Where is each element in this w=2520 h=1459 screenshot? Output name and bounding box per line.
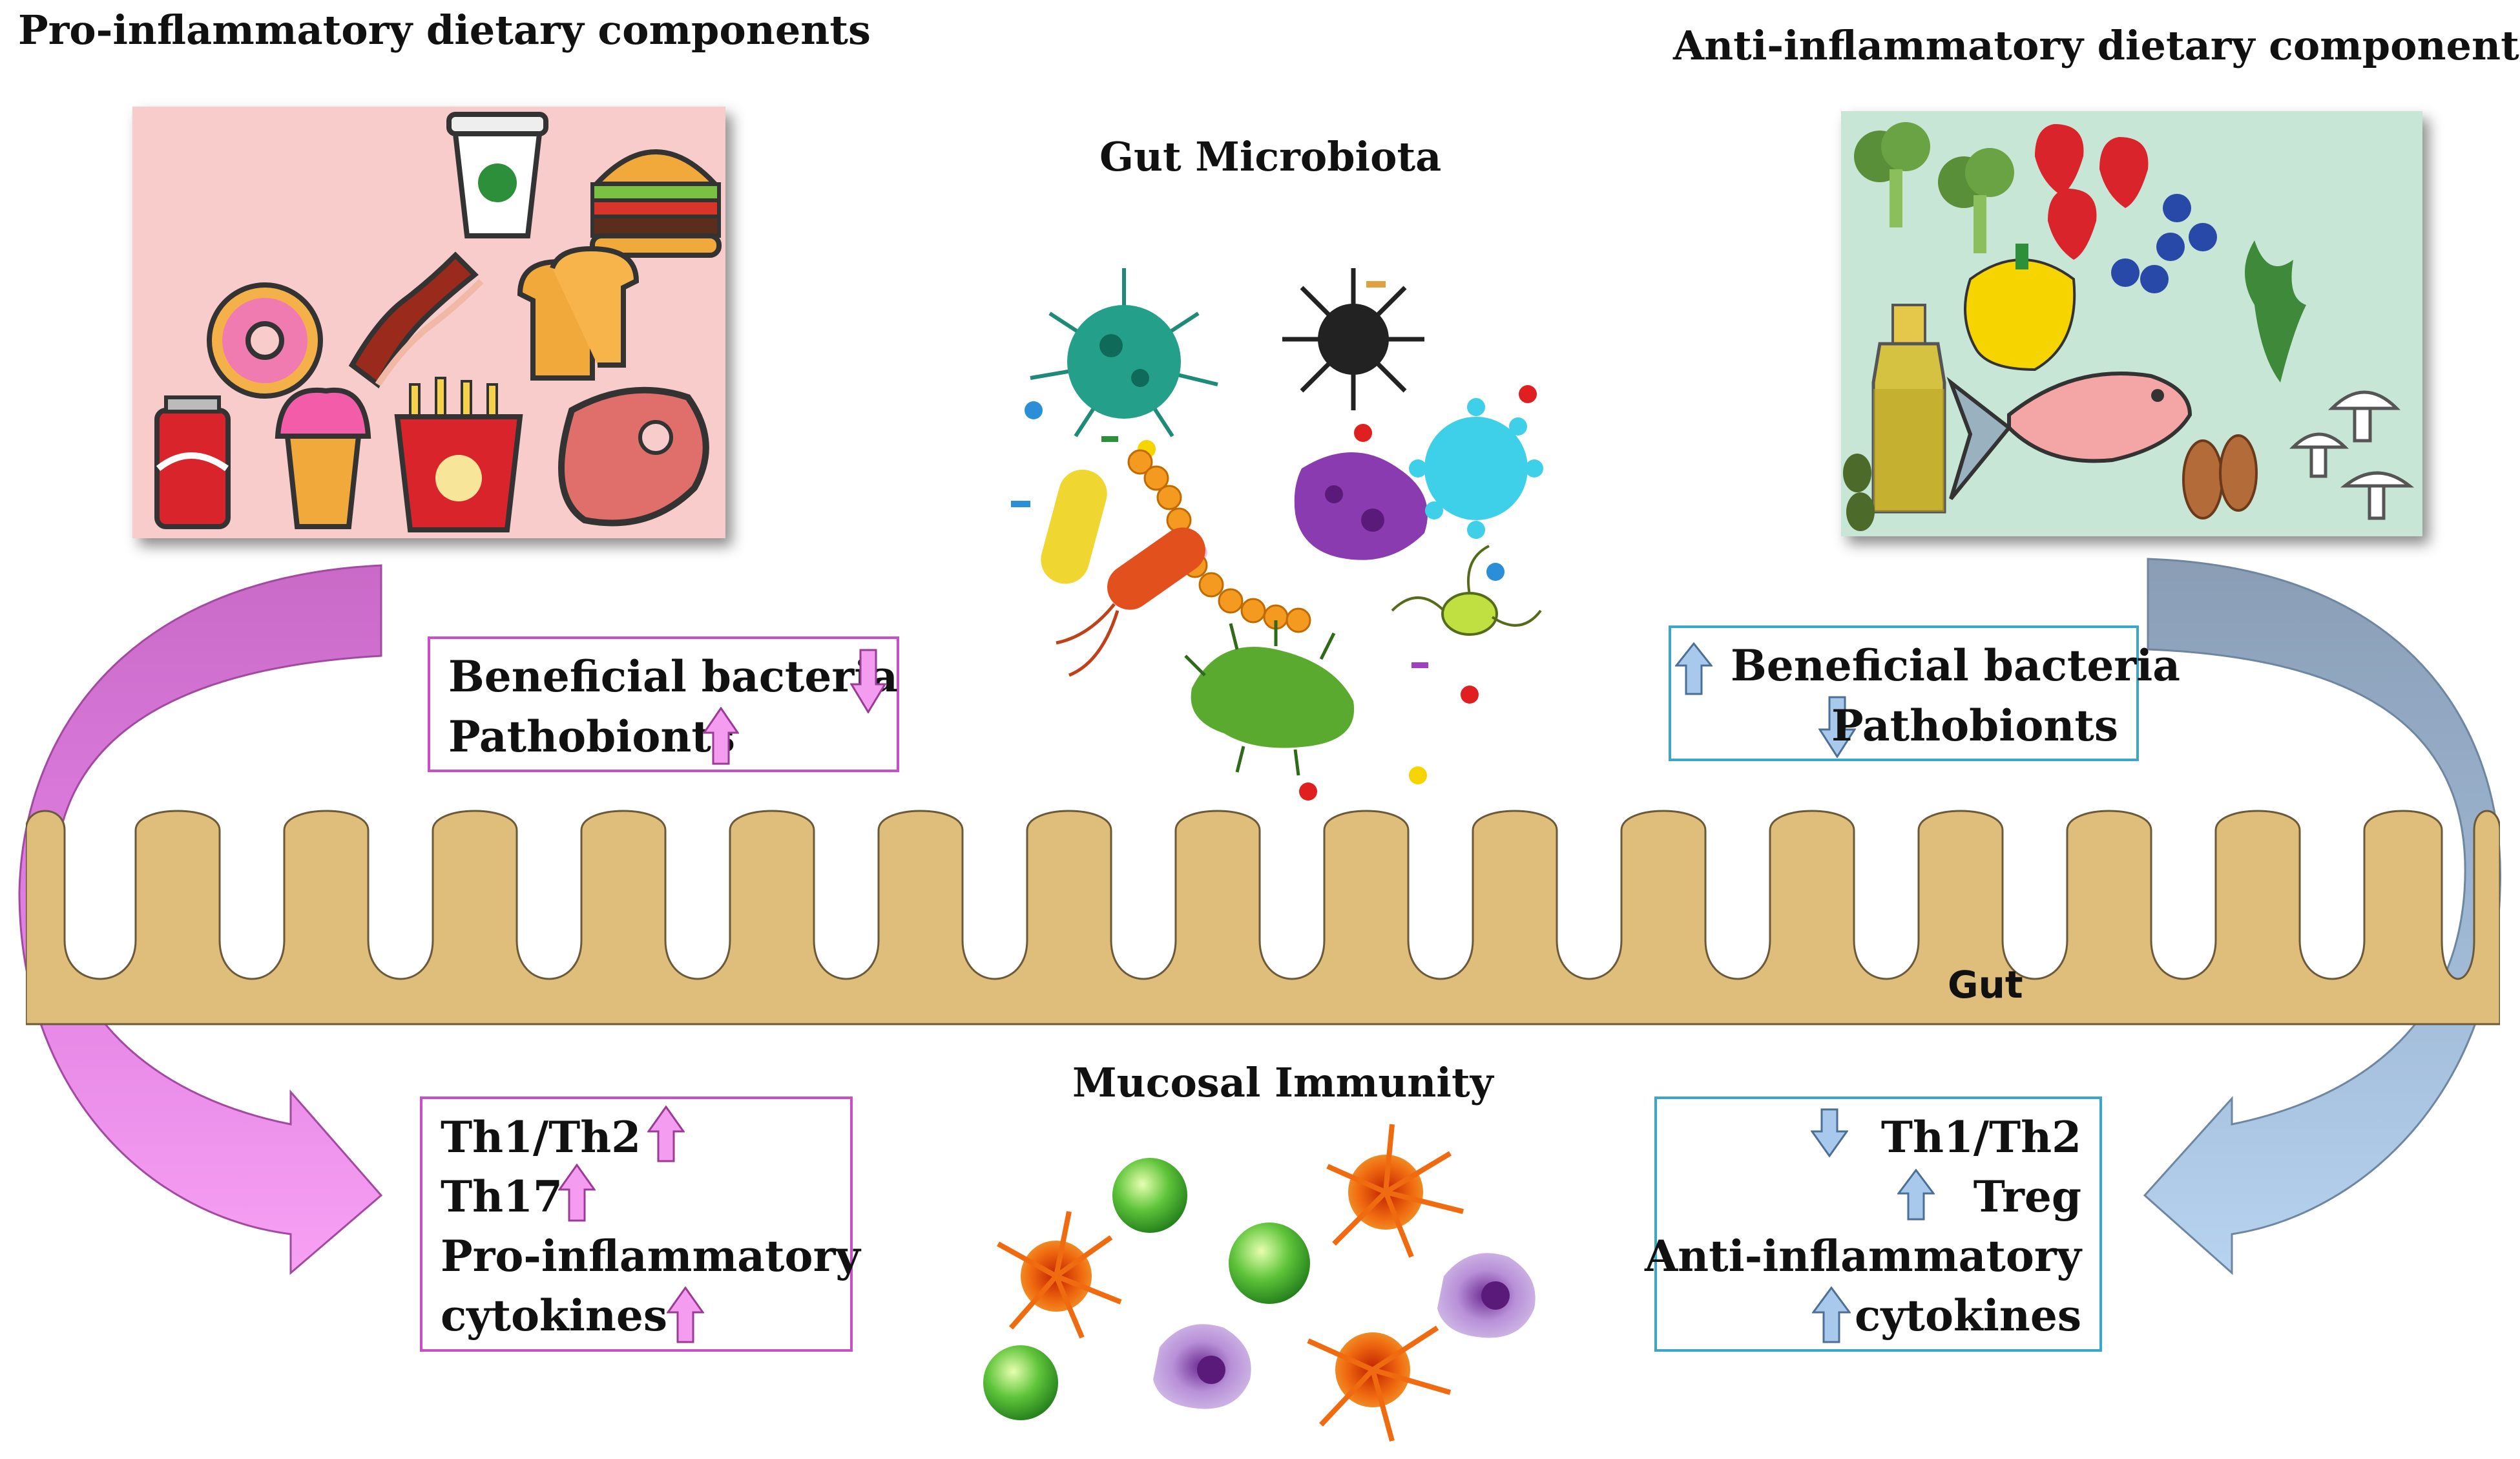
flagellated-bacterium-icon [1056,527,1205,677]
gut-lining [26,810,2500,1025]
immunity-title: Mucosal Immunity [1072,1059,1494,1106]
gut-villi [26,810,2500,1025]
broccoli-icon [1854,122,2014,253]
virus-icon [1030,268,1218,437]
anti-beneficial-bacteria-label: Beneficial bacteria [1731,640,2180,691]
spiky-bacterium-icon [1282,268,1424,410]
arrow-up-icon [1675,642,1713,695]
anti-bacteria-box: Beneficial bacteria Pathobionts [1669,625,2180,761]
anti-pathobionts-label: Pathobionts [1831,700,2118,751]
pro-pathobionts-label: Pathobionts [448,711,735,762]
pro-food-panel [132,107,725,538]
donut-icon [207,282,323,399]
cyan-virus-icon [1409,398,1543,539]
arrow-down-icon [1811,1108,1848,1157]
arrow-down-icon [1818,696,1856,758]
lymphocyte-icon [983,1345,1058,1420]
fries-icon [394,377,523,532]
mushroom-icon [2289,390,2415,520]
dendritic-cell-icon [1326,1124,1464,1258]
arrow-up-icon [558,1164,596,1222]
arugula-icon [2245,240,2306,383]
steak-icon [558,386,709,527]
anti-th1-th2-label: Th1/Th2 [1880,1112,2081,1162]
bread-icon [517,246,640,381]
rod-bacterium-icon [1041,469,1107,584]
anti-treg-label: Treg [1973,1171,2081,1222]
blueberry-icon [2111,194,2217,293]
green-bacillus-icon [1184,620,1355,776]
soda-can-icon [154,395,231,529]
dendritic-cell-icon [997,1211,1122,1339]
strawberry-icon [2035,124,2149,260]
pro-beneficial-bacteria-label: Beneficial bacteria [448,651,898,702]
anti-curved-arrow [2143,558,2502,1275]
immune-cells-illustration [983,1124,1536,1442]
flagellate-icon [1391,545,1542,636]
dendritic-cell-icon [1307,1325,1452,1442]
coffee-cup-icon [446,112,548,238]
olive-icon [1843,454,1875,531]
coccus-chain-icon [1127,449,1311,633]
pro-curved-arrow [18,564,383,1275]
anti-inflammatory-label: Anti-inflammatory [1644,1231,2081,1281]
arrow-up-icon [1812,1286,1851,1343]
anti-immune-box: Th1/Th2 Treg Anti-inflammatory cytokines [1645,1097,2102,1352]
oil-bottle-icon [1871,304,1946,514]
purple-microbe-icon [1294,452,1428,560]
pro-inflammatory-label: Pro-inflammatory [441,1231,860,1281]
macrophage-icon [1153,1324,1251,1409]
pro-immune-box: Th1/Th2 Th17 Pro-inflammatory cytokines [420,1097,860,1352]
macrophage-icon [1437,1253,1536,1338]
lymphocyte-icon [1112,1158,1187,1233]
gut-label: Gut [1948,963,2023,1007]
microbe-confetti [1011,281,1537,801]
burger-icon [590,149,722,258]
lymphocyte-icon [1229,1223,1310,1304]
pro-cytokines-label: cytokines [441,1290,667,1341]
microbiota-title: Gut Microbiota [1099,133,1442,180]
arrow-up-icon [1897,1169,1935,1221]
pro-title: Pro-inflammatory dietary components [18,6,871,54]
fish-icon [1946,372,2192,500]
ice-cream-icon [275,387,371,529]
microbiota-illustration [1011,268,1543,801]
anti-cytokines-label: cytokines [1855,1290,2081,1341]
pepper-icon [1964,244,2076,372]
arrow-up-icon [703,707,739,765]
anti-food-panel [1841,111,2422,536]
arrow-up-icon [667,1286,704,1343]
pro-th1-th2-label: Th1/Th2 [441,1112,641,1162]
pro-bacteria-box: Beneficial bacteria Pathobionts [428,636,899,772]
anti-title: Anti-inflammatory dietary components [1673,22,2520,69]
pro-th17-label: Th17 [441,1171,563,1222]
almond-icon [2182,434,2258,520]
arrow-down-icon [850,649,886,713]
bacon-icon [348,251,484,389]
arrow-up-icon [647,1106,685,1162]
